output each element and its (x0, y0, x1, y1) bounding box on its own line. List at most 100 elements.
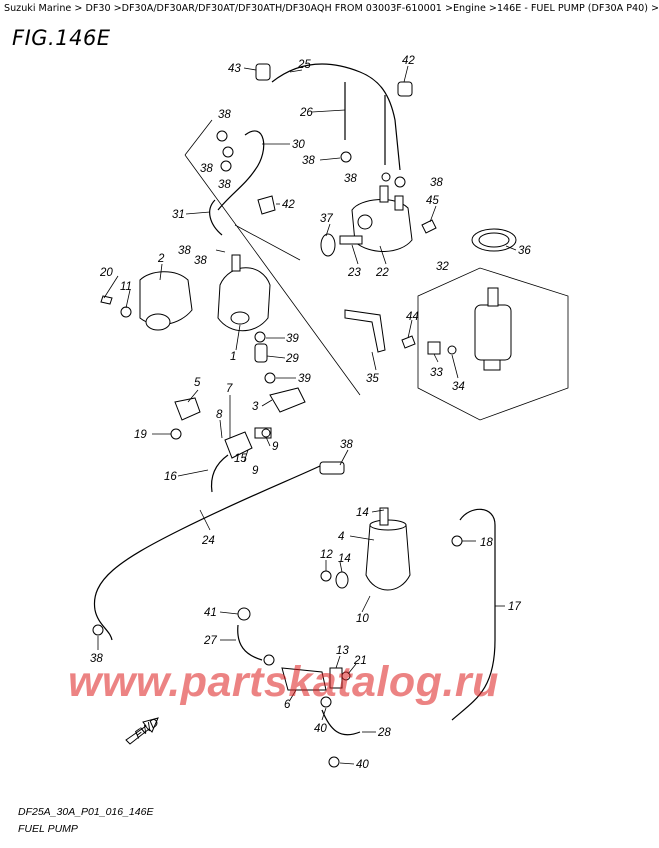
o-ring-37 (320, 233, 336, 257)
connector-33 (427, 341, 441, 355)
clip-41 (237, 607, 251, 621)
fuel-pump-22 (351, 199, 413, 252)
clip-38-6 (394, 176, 406, 188)
washer-34 (447, 345, 457, 355)
callout: 32 (436, 261, 449, 273)
joint-7 (224, 431, 253, 459)
region-outline (184, 119, 361, 396)
leader-lines (97, 65, 517, 765)
callout: 10 (356, 613, 369, 625)
screw-19 (170, 428, 182, 440)
callout: 33 (430, 367, 443, 379)
hose-short-38 (319, 461, 345, 475)
callout: 42 (402, 55, 415, 67)
callout: 6 (284, 699, 291, 711)
grommet-14 (335, 571, 349, 589)
callout: 38 (340, 439, 353, 451)
fuel-filter-top (487, 287, 499, 307)
callout: 5 (194, 377, 201, 389)
callout: 20 (99, 267, 113, 279)
hose-31 (209, 199, 223, 236)
callout: 8 (216, 409, 223, 421)
parts-diagram: FWD (90, 55, 569, 771)
clip-38-bottom (92, 624, 104, 636)
hose-26 (344, 82, 386, 165)
callout: 16 (164, 471, 177, 483)
callout: 38 (218, 179, 231, 191)
hose-29 (254, 343, 268, 363)
callout: 13 (336, 645, 349, 657)
pump-1-nipple (231, 254, 241, 272)
watermark: www.partskatalog.ru (68, 658, 499, 706)
clip-43 (255, 63, 271, 81)
clip-38-lower (263, 654, 275, 666)
clip-38-1 (216, 130, 228, 142)
callout: 40 (314, 723, 327, 735)
callout: 11 (120, 281, 132, 293)
callout: 26 (299, 107, 313, 119)
callout: 45 (426, 195, 439, 207)
callout: 29 (285, 353, 299, 365)
callout: 34 (452, 381, 465, 393)
clip-38-5 (381, 172, 391, 182)
callout: 9 (252, 465, 259, 477)
washer-11 (120, 306, 132, 318)
callout: 28 (377, 727, 391, 739)
hose-27 (237, 624, 263, 661)
callout: 38 (178, 245, 191, 257)
callout: 19 (134, 429, 147, 441)
hose-25 (271, 63, 401, 171)
callout: 18 (480, 537, 493, 549)
housing-2-port (145, 313, 171, 331)
clip-39 (254, 331, 266, 343)
fuel-filter-bottom (483, 359, 501, 371)
drawing-name: FUEL PUMP (18, 823, 78, 835)
drawing-code: DF25A_30A_P01_016_146E (18, 806, 154, 818)
clip-9 (261, 428, 271, 438)
callout: 42 (282, 199, 295, 211)
figure-title: FIG.146E (12, 26, 111, 50)
clip-38-4 (340, 151, 352, 163)
callout: 38 (200, 163, 213, 175)
hose-24 (93, 465, 321, 641)
clip-38-2 (222, 146, 234, 158)
clip-42-top (397, 81, 413, 97)
clip-40b (328, 756, 340, 768)
bolt-45 (421, 219, 437, 234)
callout: 37 (320, 213, 333, 225)
callout: 39 (286, 333, 299, 345)
fuel-filter (474, 304, 512, 361)
hose-30 (217, 130, 265, 211)
callout: 30 (292, 139, 305, 151)
hose-16 (210, 454, 229, 493)
clip-40a (320, 696, 332, 708)
callout: 44 (406, 311, 419, 323)
callout: 9 (272, 441, 279, 453)
callout: 38 (194, 255, 207, 267)
callout: 38 (218, 109, 231, 121)
callout: 14 (356, 507, 369, 519)
hose-clamp-36-inner (478, 232, 510, 248)
callout: 31 (172, 209, 185, 221)
elbow-42 (257, 195, 276, 215)
callout: 39 (298, 373, 311, 385)
callout: 7 (226, 383, 233, 395)
bracket-5 (174, 397, 201, 421)
callout: 15 (234, 453, 247, 465)
callout: 22 (375, 267, 389, 279)
callout: 12 (320, 549, 333, 561)
breadcrumb[interactable]: Suzuki Marine > DF30 >DF30A/DF30AR/DF30A… (4, 3, 659, 14)
filter-box-32 (417, 267, 569, 421)
pump-1-port (230, 311, 250, 325)
bolt-20 (100, 295, 113, 305)
callout: 25 (297, 59, 311, 71)
callout: 21 (353, 655, 367, 667)
valve-3 (269, 387, 306, 413)
fwd-arrow-icon (125, 717, 159, 745)
callout: 38 (430, 177, 443, 189)
fuel-pump-22-port (357, 214, 373, 230)
callout: 36 (518, 245, 531, 257)
filter-4-nipple (379, 507, 389, 526)
callout: 38 (302, 155, 315, 167)
callout: 24 (201, 535, 215, 547)
